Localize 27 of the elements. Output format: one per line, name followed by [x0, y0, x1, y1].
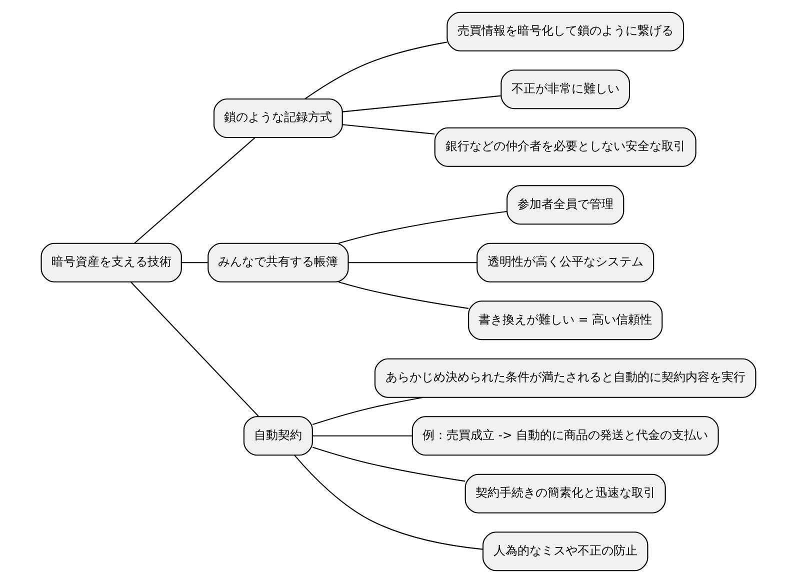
node-box: 暗号資産を支える技術 [40, 242, 182, 282]
connector [348, 262, 476, 264]
connector [312, 435, 412, 436]
connector [338, 210, 506, 244]
connector [130, 282, 258, 417]
node-box: 参加者全員で管理 [506, 185, 624, 225]
node-box: 人為的なミスや不正の防止 [482, 532, 648, 572]
node-box: あらかじめ決められた条件が満たされると自動的に契約内容を実行 [374, 358, 756, 398]
connector [134, 137, 255, 244]
node-box: 銀行などの仲介者を必要としない安全な取引 [434, 127, 696, 167]
node-box: 契約手続きの簡素化と迅速な取引 [464, 474, 666, 514]
connector [338, 281, 468, 309]
node-box: 透明性が高く公平なシステム [476, 242, 654, 282]
connector [342, 95, 500, 112]
node-box: 鎖のような記録方式 [212, 98, 342, 138]
connector [312, 446, 465, 482]
node-box: 例：売買成立 -> 自動的に商品の発送と代金の支払い [411, 416, 718, 456]
node-box: 自動契約 [242, 416, 312, 456]
connector [342, 124, 434, 135]
node-box: 売買情報を暗号化して鎖のように繋げる [446, 12, 684, 52]
connector [312, 396, 422, 426]
connector [181, 262, 208, 264]
node-box: 書き換えが難しい = 高い信頼性 [468, 300, 662, 340]
node-box: 不正が非常に難しい [500, 70, 630, 110]
node-box: みんなで共有する帳簿 [207, 242, 348, 282]
connector [304, 42, 446, 100]
connector [294, 454, 483, 550]
